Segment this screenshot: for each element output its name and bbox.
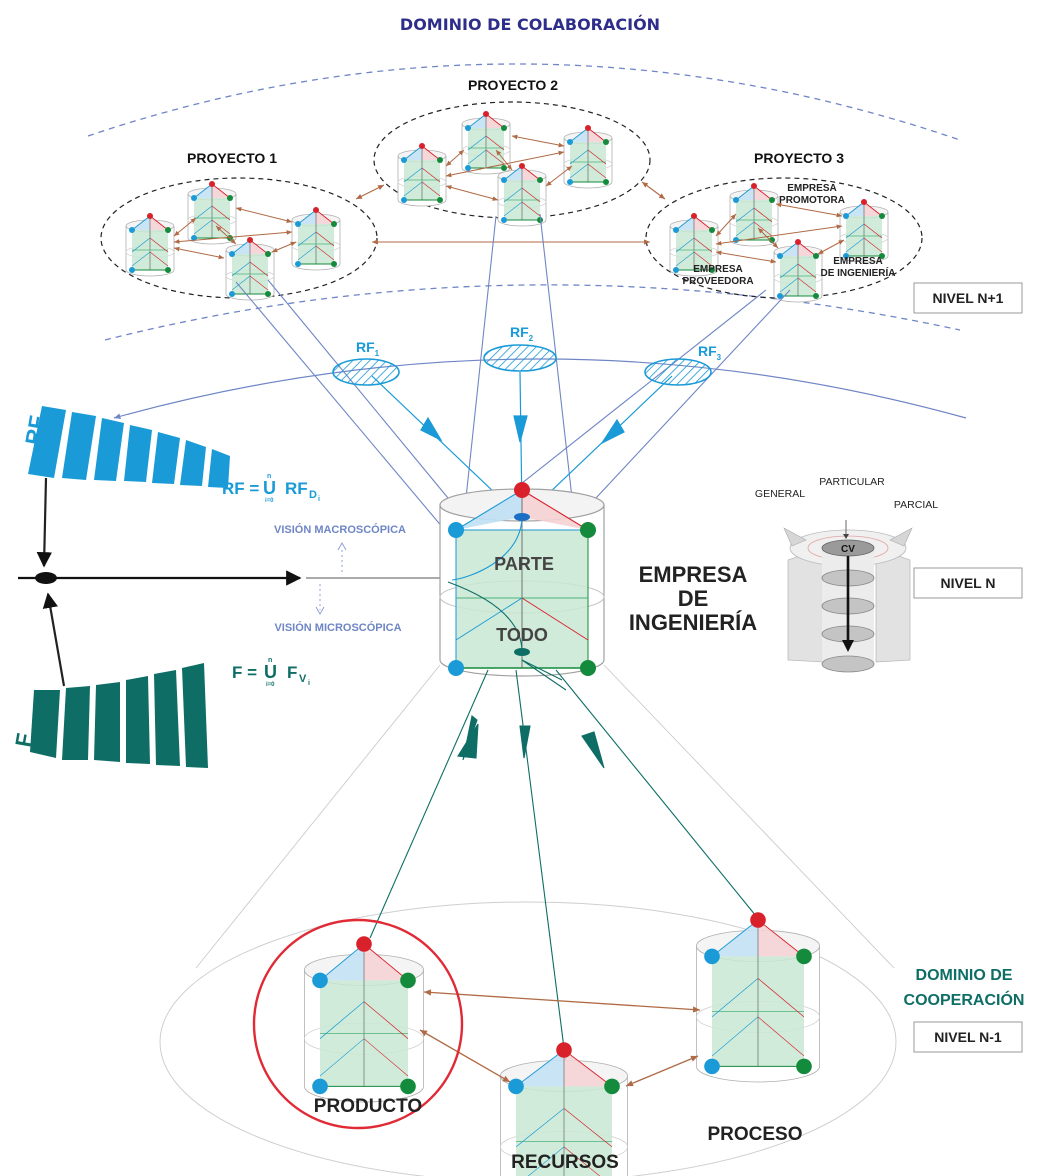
- project-3-cube-a: [669, 213, 719, 277]
- rf2-ellipse: [483, 344, 557, 372]
- project-3-cube-d: [773, 239, 823, 303]
- project-1-ellipse: [100, 177, 378, 299]
- cone-left-line: [195, 664, 441, 969]
- svg-text:i=0: i=0: [265, 498, 274, 504]
- level-n-minus-1-label: NIVEL N-1: [934, 1029, 1002, 1045]
- project-2-cube-a: [397, 143, 447, 207]
- project-3-links: [715, 202, 845, 264]
- svg-text:V: V: [299, 673, 307, 685]
- collaboration-domain-label: DOMINIO DE COLABORACIÓN: [400, 15, 660, 34]
- cv-parcial-label: PARCIAL: [894, 499, 938, 511]
- vision-dotted-arrows: [315, 541, 347, 616]
- svg-text:F: F: [287, 663, 297, 682]
- rf-to-origin-arrow: [36, 477, 53, 568]
- svg-text:F =: F =: [232, 663, 257, 682]
- f-formula: F = U n i=0 F V i: [232, 657, 310, 688]
- project-1-cube-c: [291, 207, 341, 271]
- f-to-origin-arrow: [42, 592, 66, 687]
- cone-right-line: [603, 664, 895, 969]
- rf-formula: RF = U n i=0 RF D i: [222, 473, 320, 504]
- cv-model: [783, 520, 913, 673]
- rf3-ellipse: [644, 358, 712, 386]
- cooperation-ellipse: [159, 901, 897, 1176]
- central-parte-label: PARTE: [494, 554, 554, 574]
- producto-recursos-link: [419, 1029, 511, 1083]
- central-title-line2: DE: [678, 586, 709, 611]
- svg-text:i=0: i=0: [266, 682, 275, 688]
- project-1-links: [173, 206, 297, 260]
- rf1-label: RF1: [356, 339, 380, 358]
- project-2-ellipse: [373, 101, 651, 219]
- level-n-box: [913, 567, 1023, 599]
- project-link-1-2: [355, 184, 385, 200]
- central-enterprise-cube: [439, 482, 605, 677]
- level-n-minus-1-box: [913, 1021, 1023, 1053]
- level-n-plus-1-label: NIVEL N+1: [933, 290, 1004, 306]
- company-ingenieria-label-2: DE INGENIERÍA: [820, 266, 895, 279]
- svg-text:U: U: [263, 478, 276, 498]
- rf-scale: [28, 406, 230, 488]
- recursos-cube: [499, 1042, 628, 1176]
- company-ingenieria-label-1: EMPRESA: [833, 256, 882, 267]
- cooperation-cubes: [303, 912, 821, 1176]
- level-n-label: NIVEL N: [941, 575, 996, 591]
- project-1-cube-a: [125, 213, 175, 277]
- cooperation-domain-label-2: COOPERACIÓN: [904, 990, 1025, 1009]
- cv-particular-label: PARTICULAR: [819, 476, 885, 488]
- svg-text:RF =: RF =: [222, 479, 259, 498]
- central-todo-label: TODO: [496, 625, 548, 645]
- svg-text:U: U: [264, 662, 277, 682]
- project-1-label: PROYECTO 1: [187, 150, 277, 166]
- rf-axis-label: RF: [20, 414, 50, 447]
- svg-text:i: i: [318, 496, 320, 503]
- project-link-2-3: [641, 181, 666, 200]
- collaboration-bottom-arc: [104, 284, 961, 341]
- project-1-cube-b: [187, 181, 237, 245]
- company-proveedora-label-2: PROVEEDORA: [682, 276, 753, 287]
- rf3-label: RF3: [698, 343, 722, 362]
- project-2-links: [445, 134, 573, 201]
- company-promotora-label-2: PROMOTORA: [779, 195, 845, 206]
- decomposition-lines: [369, 659, 757, 1065]
- project-2-label: PROYECTO 2: [468, 77, 558, 93]
- project-3-ellipse: [645, 177, 923, 299]
- svg-text:n: n: [267, 473, 271, 480]
- project-2-cube-c: [563, 125, 613, 189]
- svg-text:D: D: [309, 489, 317, 501]
- project-3-label: PROYECTO 3: [754, 150, 844, 166]
- central-title-line3: INGENIERÍA: [629, 610, 757, 635]
- vision-micro-label: VISIÓN MICROSCÓPICA: [274, 621, 401, 634]
- svg-text:i: i: [308, 680, 310, 687]
- collaboration-top-arc: [87, 63, 961, 141]
- proceso-label: PROCESO: [707, 1124, 802, 1145]
- company-proveedora-label-1: EMPRESA: [693, 264, 742, 275]
- producto-label: PRODUCTO: [314, 1096, 422, 1117]
- svg-text:RF: RF: [285, 479, 308, 498]
- central-title-line1: EMPRESA: [639, 562, 748, 587]
- producto-proceso-link: [423, 989, 701, 1013]
- rf2-label: RF2: [510, 324, 534, 343]
- recursos-label: RECURSOS: [511, 1152, 619, 1173]
- recursos-proceso-link: [625, 1055, 699, 1087]
- producto-highlight-circle[interactable]: [252, 918, 464, 1130]
- project-3-cube-c: [839, 199, 889, 263]
- producto-cube: [303, 936, 424, 1103]
- cv-label: CV: [841, 544, 855, 555]
- rf1-ellipse: [332, 358, 400, 386]
- vision-macro-label: VISIÓN MACROSCÓPICA: [274, 523, 406, 536]
- project-1-cube-d: [225, 237, 275, 301]
- f-axis-label: F: [10, 731, 37, 749]
- svg-text:n: n: [268, 657, 272, 664]
- cooperation-domain-label-1: DOMINIO DE: [916, 967, 1013, 984]
- company-promotora-label-1: EMPRESA: [787, 183, 836, 194]
- cv-general-label: GENERAL: [755, 488, 805, 500]
- origin-node: [35, 572, 57, 584]
- project-2-cube-d: [497, 163, 547, 227]
- f-scale: [30, 663, 208, 768]
- level-n-plus-1-box: [913, 282, 1023, 314]
- proceso-cube: [696, 912, 821, 1083]
- project-cubes: [125, 111, 889, 303]
